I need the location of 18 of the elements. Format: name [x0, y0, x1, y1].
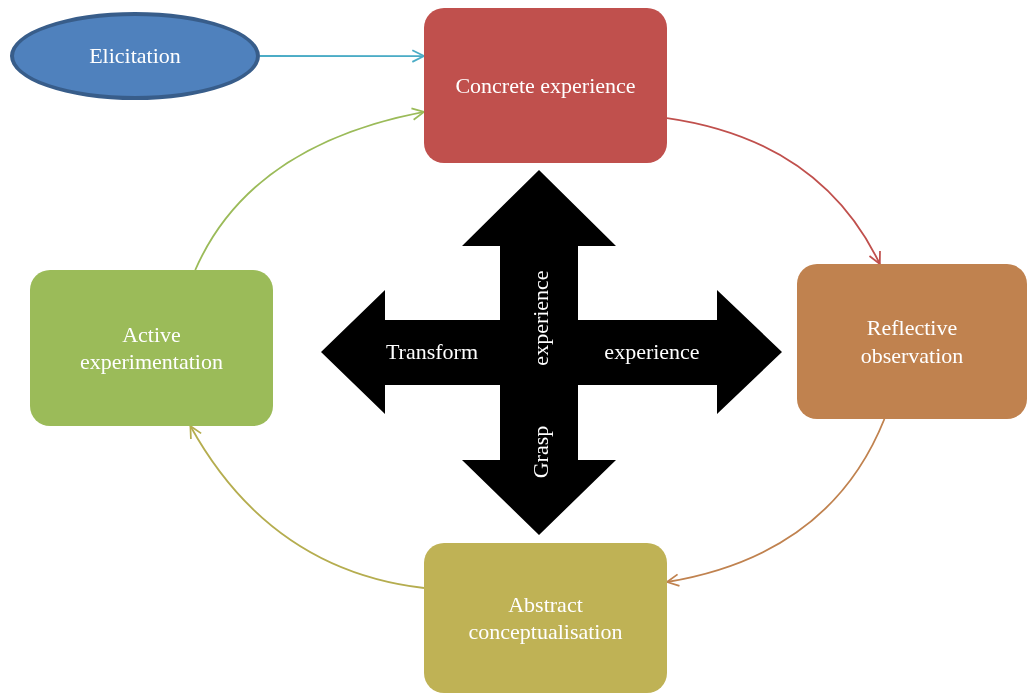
arrow-label: experience: [528, 270, 554, 366]
node-label: Active experimentation: [79, 320, 224, 376]
arrow-label: Transform: [385, 339, 479, 365]
rounded-box: [424, 8, 667, 163]
arrow: [189, 425, 425, 589]
node-label: Elicitation: [89, 42, 181, 70]
rounded-box: [424, 543, 667, 693]
arrow: [194, 107, 425, 271]
node-label: Abstract conceptualisation: [467, 590, 624, 646]
rounded-box: [30, 270, 273, 426]
arrow: [666, 418, 886, 587]
rounded-box: [797, 264, 1027, 419]
node-label: Reflective observation: [859, 314, 965, 369]
arrow: [259, 49, 425, 63]
node-label: Concrete experience: [455, 71, 636, 100]
arrow-label: Grasp: [528, 425, 554, 479]
arrow-label: experience: [604, 339, 700, 365]
arrow: [666, 117, 881, 265]
